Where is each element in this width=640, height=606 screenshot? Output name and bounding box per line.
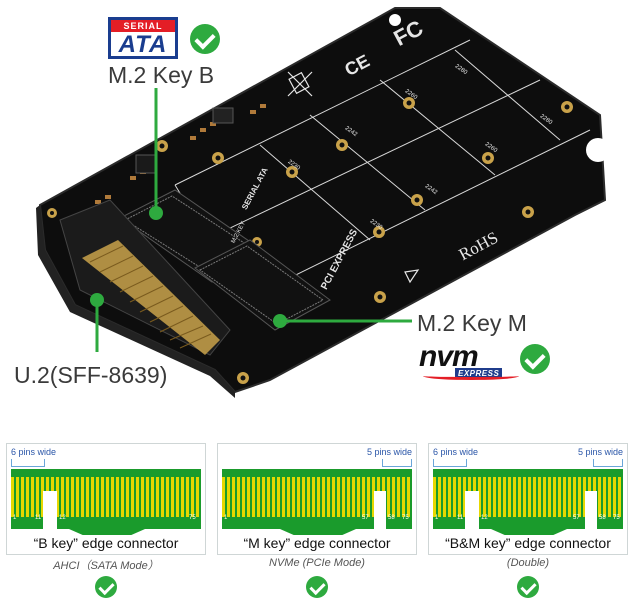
u2-gold-pins bbox=[82, 240, 220, 355]
adapter-board-drawing: FC CE RoHS PCI EXPRESS SERIAL ATA M.2 KE… bbox=[36, 7, 607, 398]
edge-connector-bm: 1 11 12 57 58 75 bbox=[433, 469, 623, 529]
pins-wide-right: 5 pins wide bbox=[577, 447, 623, 457]
callout-dot-key-b bbox=[149, 206, 163, 220]
check-icon-key-b bbox=[190, 24, 220, 54]
check-icon-key-m bbox=[520, 344, 550, 374]
pin-number: 57 bbox=[362, 515, 369, 521]
sata-logo-main: ATA bbox=[118, 31, 168, 58]
m2-socket-m bbox=[194, 239, 331, 331]
edge-connector-b: 1 11 12 75 bbox=[11, 469, 201, 529]
mode-label-bm: (Double) bbox=[506, 557, 550, 569]
panel-bm-key: 6 pins wide 5 pins wide 1 11 12 57 58 75… bbox=[428, 443, 628, 555]
pin-number: 1 bbox=[13, 515, 17, 521]
nvme-logo: nvm EXPRESS bbox=[419, 342, 519, 382]
label-key-m: M.2 Key M bbox=[417, 310, 527, 336]
callout-lines bbox=[95, 88, 412, 352]
sata-logo: SERIAL ATA bbox=[108, 17, 178, 59]
check-icon-m bbox=[306, 576, 328, 598]
pcb-tab bbox=[69, 529, 145, 535]
pin-number: 11 bbox=[457, 515, 464, 521]
key-notch-m bbox=[374, 491, 386, 529]
pin-number: 57 bbox=[573, 515, 580, 521]
check-icon-b bbox=[95, 576, 117, 598]
check-icon-bm bbox=[517, 576, 539, 598]
panel-m-key: 5 pins wide 1 57 58 75 “M key” edge conn… bbox=[217, 443, 417, 555]
pin-number: 12 bbox=[481, 515, 488, 521]
pins-wide-right: 5 pins wide bbox=[366, 447, 412, 457]
product-illustration: FC CE RoHS PCI EXPRESS SERIAL ATA M.2 KE… bbox=[0, 0, 640, 405]
pin-number: 12 bbox=[59, 515, 66, 521]
label-u2: U.2(SFF-8639) bbox=[14, 362, 168, 388]
key-notch-b bbox=[43, 491, 57, 529]
pcb-tab bbox=[280, 529, 356, 535]
pin-number: 11 bbox=[35, 515, 42, 521]
key-notch-b bbox=[465, 491, 479, 529]
panel-b-key: 6 pins wide 1 11 12 75 “B key” edge conn… bbox=[6, 443, 206, 555]
pin-number: 75 bbox=[189, 515, 196, 521]
mode-label-m: NVMe (PCIe Mode) bbox=[269, 557, 365, 569]
mounting-holes bbox=[47, 97, 573, 384]
sata-logo-top: SERIAL bbox=[111, 20, 175, 32]
pin-number: 75 bbox=[613, 515, 620, 521]
esd-warning-icon bbox=[404, 269, 420, 284]
pin-number: 1 bbox=[224, 515, 228, 521]
callout-dot-key-m bbox=[273, 314, 287, 328]
pin-number: 1 bbox=[435, 515, 439, 521]
pins-wide-left: 6 pins wide bbox=[433, 447, 479, 457]
callout-dot-u2 bbox=[90, 293, 104, 307]
weee-icon bbox=[287, 71, 313, 97]
pin-number: 75 bbox=[402, 515, 409, 521]
pins-bracket-left bbox=[11, 459, 45, 467]
key-notch-m bbox=[585, 491, 597, 529]
connector-label: “B&M key” edge connector bbox=[445, 535, 611, 551]
pins-bracket-right bbox=[593, 459, 623, 467]
gold-pins bbox=[11, 477, 201, 517]
pin-number: 58 bbox=[388, 515, 395, 521]
pin-number: 58 bbox=[599, 515, 606, 521]
connector-label: “M key” edge connector bbox=[243, 535, 391, 551]
nvme-swoosh bbox=[423, 372, 519, 380]
pins-bracket-right bbox=[382, 459, 412, 467]
pcb-tab bbox=[491, 529, 567, 535]
mode-label-b: AHCI（SATA Mode） bbox=[53, 560, 159, 572]
pins-bracket-left bbox=[433, 459, 467, 467]
pins-wide-left: 6 pins wide bbox=[11, 447, 57, 457]
label-key-b: M.2 Key B bbox=[108, 62, 215, 88]
connector-label: “B key” edge connector bbox=[33, 535, 179, 551]
edge-connector-m: 1 57 58 75 bbox=[222, 469, 412, 529]
nvme-logo-main: nvm bbox=[419, 340, 479, 373]
